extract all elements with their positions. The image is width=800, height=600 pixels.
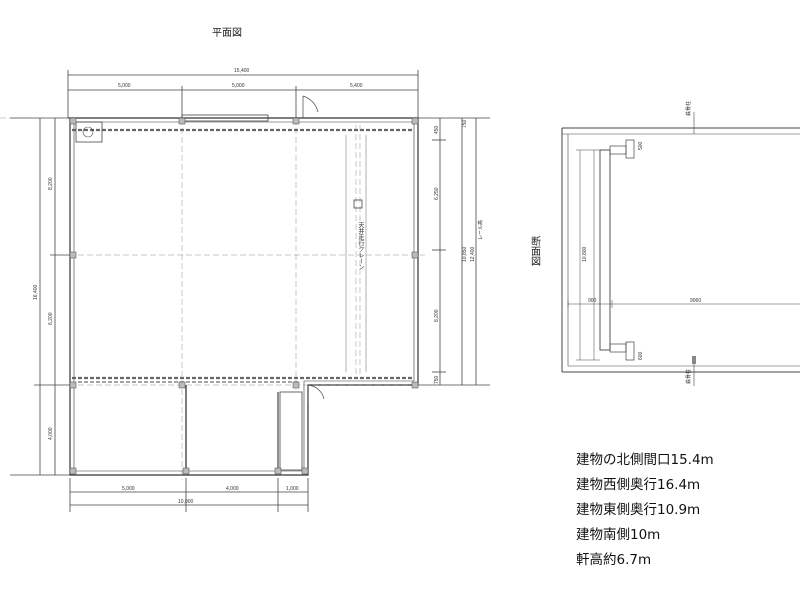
plan-right-far-2: 10,850 bbox=[462, 246, 468, 262]
plan-left-dim-3: 4,000 bbox=[48, 427, 54, 440]
plan-rail-label: レール高 bbox=[477, 220, 484, 240]
plan-left-total: 16,400 bbox=[33, 284, 39, 300]
section-bottom-small: 600 bbox=[638, 351, 644, 360]
plan-right-dim-1: 450 bbox=[434, 125, 440, 134]
info-line-west-depth: 建物西側奥行16.4m bbox=[576, 477, 701, 493]
section-top-small: 500 bbox=[638, 141, 644, 150]
north-door bbox=[302, 95, 319, 118]
section-height-dim: 10,800 bbox=[582, 246, 588, 262]
plan-bottom-total: 10,000 bbox=[178, 499, 194, 505]
section-width-dim: 9060 bbox=[690, 298, 701, 304]
building-info: 建物の北側間口15.4m 建物西側奥行16.4m 建物東側奥行10.9m 建物南… bbox=[576, 448, 796, 573]
plan-right-dim-4: 750 bbox=[434, 375, 440, 384]
plan-bottom-dim-1: 5,000 bbox=[122, 486, 135, 492]
section-left-dim: 900 bbox=[588, 298, 597, 304]
info-line-south: 建物南側10m bbox=[576, 527, 661, 543]
plan-top-dim-3: 5,400 bbox=[350, 83, 363, 89]
plan-bottom-dim-2: 4,000 bbox=[226, 486, 239, 492]
info-line-north-width: 建物の北側間口15.4m bbox=[576, 452, 714, 468]
crane-track: 天井走行クレーン bbox=[345, 135, 367, 372]
plan-outline bbox=[68, 117, 419, 476]
nw-equipment bbox=[75, 121, 103, 143]
plan-bottom-dim-3: 1,000 bbox=[286, 486, 299, 492]
info-line-east-depth: 建物東側奥行10.9m bbox=[576, 502, 701, 518]
crane-label: 天井走行クレーン bbox=[357, 222, 364, 270]
section-bottom-label: 鉄骨柱 bbox=[685, 369, 692, 384]
plan-top-total: 15,400 bbox=[234, 68, 250, 74]
plan-left-dim-1: 8,200 bbox=[48, 177, 54, 190]
info-line-eave-height: 軒高約6.7m bbox=[576, 552, 652, 568]
plan-right-far-1: 750 bbox=[462, 119, 468, 128]
section-top-label: 鉄骨柱 bbox=[685, 101, 692, 116]
plan-right-dim-2: 6,250 bbox=[434, 187, 440, 200]
plan-columns bbox=[69, 117, 419, 475]
section-wall bbox=[599, 149, 611, 351]
plan-top-dim-2: 5,000 bbox=[232, 83, 245, 89]
south-door bbox=[307, 384, 325, 403]
section-view: 断面図 900 9060 10,800 500 600 鉄骨柱 鉄骨柱 bbox=[529, 101, 800, 386]
plan-right-dim-3: 8,200 bbox=[434, 309, 440, 322]
plan-grid bbox=[0, 110, 490, 480]
section-title: 断面図 bbox=[529, 235, 541, 266]
plan-top-dim-1: 5,000 bbox=[118, 83, 131, 89]
plan-left-dim-2: 6,200 bbox=[48, 312, 54, 325]
plan-title: 平面図 bbox=[212, 27, 242, 39]
plan-view: 平面図 15,400 5,000 5,000 5,400 16,400 8,20… bbox=[0, 27, 490, 512]
plan-right-far-3: 12,400 bbox=[470, 246, 476, 262]
